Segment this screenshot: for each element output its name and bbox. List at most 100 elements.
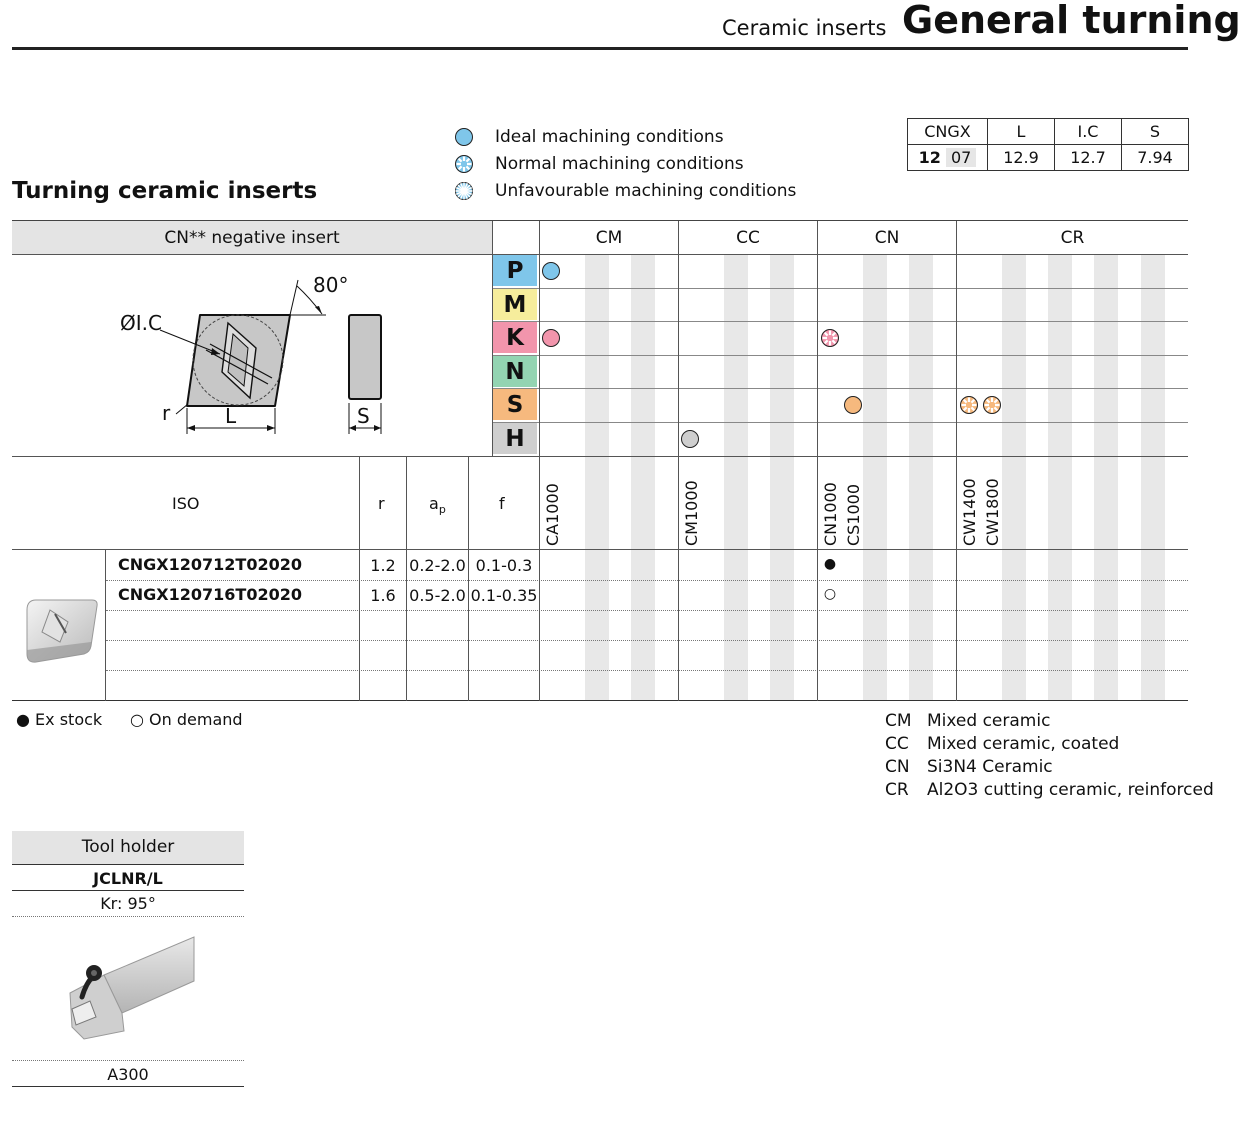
row-line: [12, 549, 1188, 550]
normal-conditions-icon: [959, 395, 979, 419]
row-line: [493, 388, 1188, 389]
table-row-r: 1.2: [370, 556, 396, 575]
material-p: P: [493, 255, 537, 286]
dim-value: 12.9: [987, 144, 1055, 171]
glossary-code: CC: [885, 734, 909, 754]
tool-holder-rule: [12, 1086, 244, 1087]
ideal-conditions-icon: [680, 429, 700, 453]
table-row-ap: 0.2-2.0: [409, 556, 466, 575]
col-line: [492, 221, 493, 457]
dim-value: 7.94: [1121, 144, 1189, 171]
availability-marker: ○: [823, 586, 837, 602]
dim-header: S: [1121, 118, 1189, 145]
ap-header-sub: p: [438, 503, 446, 517]
column-stripe: [631, 255, 655, 700]
normal-conditions-icon: [982, 395, 1002, 419]
table-row-f: 0.1-0.35: [470, 586, 538, 605]
header-subtitle: Ceramic inserts: [722, 16, 887, 40]
tool-holder-rule: [12, 890, 244, 891]
tool-holder-image: [69, 936, 195, 1040]
dim-size: 12 07: [907, 144, 988, 171]
column-stripe: [909, 255, 933, 700]
glossary-item: CN Si3N4 Ceramic: [885, 757, 1053, 777]
unfavourable-conditions-icon: [453, 180, 475, 202]
l-label: L: [225, 404, 237, 428]
dim-value: 12.7: [1054, 144, 1122, 171]
header-spacer: [493, 221, 539, 255]
insert-drawing: [159, 279, 382, 434]
material-s: S: [493, 389, 537, 420]
row-line: [493, 355, 1188, 356]
legend-label: Unfavourable machining conditions: [495, 181, 797, 201]
col-line: [539, 221, 540, 701]
row-line: [493, 288, 1188, 289]
row-dash: [106, 670, 1188, 671]
glossary-code: CM: [885, 711, 912, 731]
on-demand-legend: ○ On demand: [130, 710, 243, 729]
s-label: S: [357, 404, 370, 428]
dim-header: I.C: [1054, 118, 1122, 145]
col-line: [105, 549, 106, 701]
group-header-cn: CN: [818, 221, 956, 255]
row-line: [12, 254, 1188, 255]
ap-header-main: a: [429, 494, 439, 513]
dim-header: L: [987, 118, 1055, 145]
insert-photo: [26, 599, 98, 663]
tool-holder-dash: [12, 916, 244, 917]
table-row-code: CNGX120716T02020: [118, 585, 302, 604]
table-row-r: 1.6: [370, 586, 396, 605]
dim-size-bold: 12: [918, 148, 941, 167]
col-line: [817, 221, 818, 701]
grade-cw1400: CW1400: [960, 478, 979, 546]
ideal-conditions-icon: [843, 395, 863, 419]
col-line: [359, 457, 360, 701]
glossary-text: Mixed ceramic, coated: [927, 734, 1120, 754]
glossary-item: CC Mixed ceramic, coated: [885, 734, 1119, 754]
f-header: f: [499, 494, 505, 513]
ideal-conditions-icon: [453, 126, 475, 148]
legend-label: Ideal machining conditions: [495, 127, 724, 147]
material-h: H: [493, 423, 537, 454]
header-divider: [12, 47, 1188, 50]
section-title: Turning ceramic inserts: [12, 178, 318, 204]
grade-cm1000: CM1000: [682, 480, 701, 546]
grade-cn1000: CN1000: [821, 482, 840, 546]
availability-marker: ●: [823, 556, 837, 572]
table-row-f: 0.1-0.3: [475, 556, 533, 575]
column-stripe: [863, 255, 887, 700]
tool-holder-kr: Kr: 95°: [100, 894, 156, 913]
tool-holder-title: Tool holder: [12, 831, 244, 864]
ap-header: ap: [429, 494, 446, 516]
table-row-ap: 0.5-2.0: [409, 586, 466, 605]
col-line: [406, 457, 407, 701]
tool-holder-code: A300: [107, 1065, 149, 1084]
table-top-rule: [12, 220, 1188, 222]
angle-label: 80°: [313, 273, 349, 297]
col-line: [678, 221, 679, 701]
normal-conditions-icon: [820, 328, 840, 352]
r-header: r: [378, 494, 385, 513]
page-title: General turning: [902, 0, 1241, 42]
grade-cw1800: CW1800: [983, 478, 1002, 546]
glossary-code: CN: [885, 757, 910, 777]
legend-unfavourable: Unfavourable machining conditions: [453, 180, 796, 202]
group-header-cc: CC: [679, 221, 817, 255]
table-bottom-rule: [12, 700, 1188, 701]
legend-ideal: Ideal machining conditions: [453, 126, 724, 148]
iso-header: ISO: [172, 494, 200, 513]
column-stripe: [724, 255, 748, 700]
group-header-cr: CR: [957, 221, 1188, 255]
tool-holder-rule: [12, 864, 244, 865]
column-stripe: [1094, 255, 1118, 700]
glossary-text: Al2O3 cutting ceramic, reinforced: [927, 780, 1214, 800]
row-line: [493, 422, 1188, 423]
col-line: [468, 457, 469, 701]
legend-normal: Normal machining conditions: [453, 153, 744, 175]
legend-label: Normal machining conditions: [495, 154, 744, 174]
row-line: [12, 456, 1188, 457]
glossary-text: Si3N4 Ceramic: [927, 757, 1053, 777]
ex-stock-legend: ● Ex stock: [16, 710, 103, 729]
column-stripe: [1141, 255, 1165, 700]
